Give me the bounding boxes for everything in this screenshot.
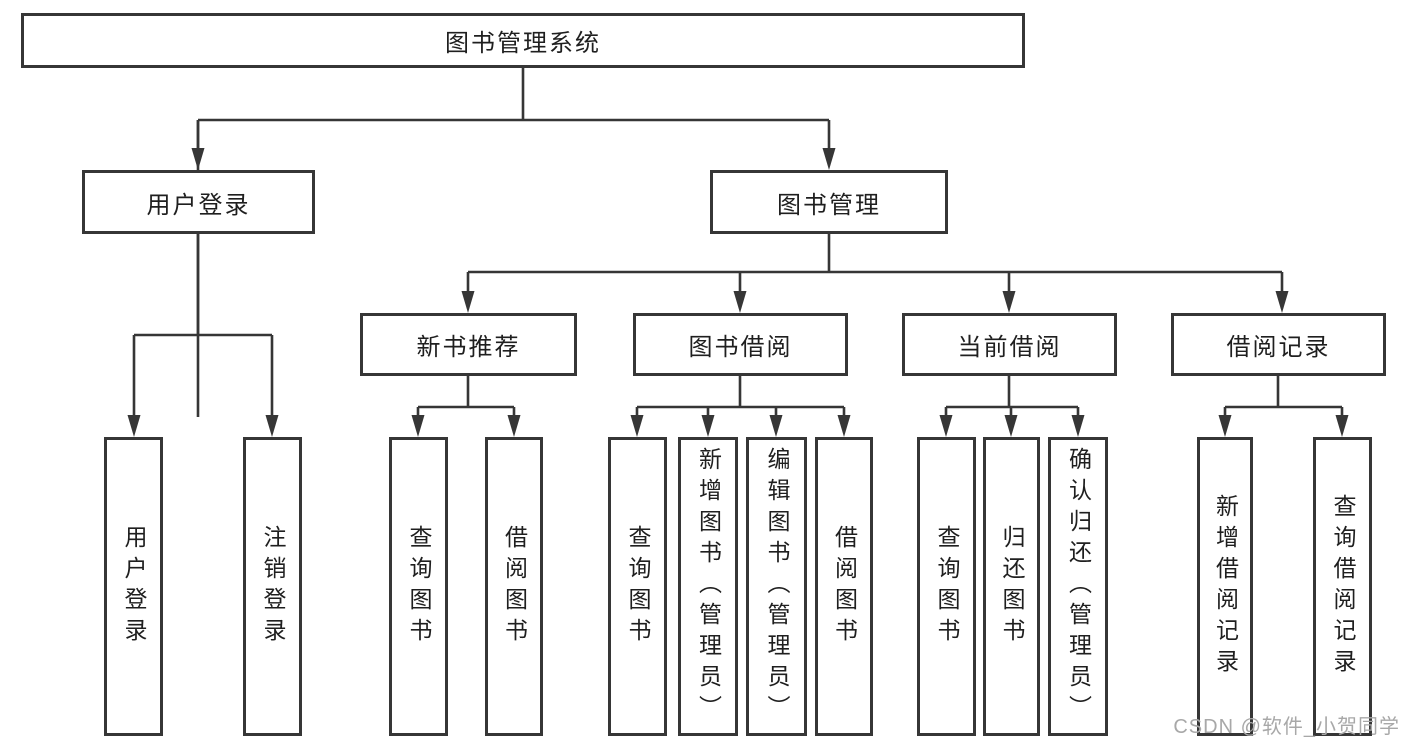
arrowhead-borrow-books-1	[507, 415, 521, 437]
connector-new-book-branch	[416, 376, 516, 419]
arrowhead-current-borrow	[1002, 291, 1016, 313]
arrowhead-query-borrow-record	[1335, 415, 1349, 437]
node-book-borrow: 图书借阅	[633, 313, 848, 376]
arrowhead-query-books-2	[630, 415, 644, 437]
arrowhead-return-books	[1004, 415, 1018, 437]
leaf-query-books-2-label: 查询图书	[625, 524, 651, 649]
arrowhead-leaf-logout	[265, 415, 279, 437]
leaf-confirm-return-admin: 确认归还（管理员）	[1048, 437, 1108, 736]
leaf-query-books-1-label: 查询图书	[406, 524, 432, 649]
leaf-query-borrow-record-label: 查询借阅记录	[1330, 493, 1356, 680]
leaf-borrow-books-2: 借阅图书	[815, 437, 873, 736]
leaf-user-login: 用户登录	[104, 437, 163, 736]
arrowhead-new-book-recommend	[461, 291, 475, 313]
leaf-query-books-3: 查询图书	[917, 437, 976, 736]
node-new-book-recommend: 新书推荐	[360, 313, 577, 376]
node-borrow-records: 借阅记录	[1171, 313, 1386, 376]
leaf-return-books-label: 归还图书	[999, 524, 1025, 649]
connector-user-login-branch	[132, 234, 274, 419]
arrowhead-edit-book	[769, 415, 783, 437]
arrowhead-borrow-records	[1275, 291, 1289, 313]
arrowhead-leaf-user-login	[127, 415, 141, 437]
connector-book-management-branch	[466, 234, 1284, 295]
connector-book-borrow-branch	[635, 376, 846, 419]
leaf-edit-book-admin-label: 编辑图书（管理员）	[764, 447, 790, 726]
arrowhead-add-borrow-record	[1218, 415, 1232, 437]
leaf-query-books-1: 查询图书	[389, 437, 448, 736]
arrowhead-book-management	[822, 148, 836, 170]
leaf-add-borrow-record-label: 新增借阅记录	[1212, 493, 1239, 680]
node-user-login: 用户登录	[82, 170, 315, 234]
leaf-confirm-return-admin-label: 确认归还（管理员）	[1065, 447, 1092, 726]
arrowhead-add-book	[701, 415, 715, 437]
arrowhead-book-borrow	[733, 291, 747, 313]
arrowhead-user-login	[191, 148, 205, 170]
node-current-borrow: 当前借阅	[902, 313, 1117, 376]
leaf-logout: 注销登录	[243, 437, 302, 736]
leaf-add-book-admin-label: 新增图书（管理员）	[695, 447, 722, 726]
csdn-watermark: CSDN @软件_小贺同学	[1173, 716, 1400, 738]
arrowhead-borrow-books-2	[837, 415, 851, 437]
leaf-return-books: 归还图书	[983, 437, 1040, 736]
connector-current-borrow-branch	[944, 376, 1080, 419]
leaf-logout-label: 注销登录	[260, 524, 286, 649]
leaf-borrow-books-2-label: 借阅图书	[831, 524, 858, 649]
leaf-add-book-admin: 新增图书（管理员）	[678, 437, 738, 736]
arrowhead-query-books-1	[411, 415, 425, 437]
node-library-management-system: 图书管理系统	[21, 13, 1025, 68]
leaf-borrow-books-1: 借阅图书	[485, 437, 543, 736]
node-book-management: 图书管理	[710, 170, 948, 234]
leaf-user-login-label: 用户登录	[121, 524, 147, 649]
leaf-query-books-2: 查询图书	[608, 437, 667, 736]
arrowhead-query-books-3	[939, 415, 953, 437]
leaf-query-books-3-label: 查询图书	[934, 524, 960, 649]
connector-borrow-records-branch	[1223, 376, 1344, 419]
leaf-borrow-books-1-label: 借阅图书	[501, 524, 528, 649]
leaf-add-borrow-record: 新增借阅记录	[1197, 437, 1253, 736]
arrowhead-confirm-return	[1071, 415, 1085, 437]
leaf-query-borrow-record: 查询借阅记录	[1313, 437, 1372, 736]
leaf-edit-book-admin: 编辑图书（管理员）	[746, 437, 807, 736]
